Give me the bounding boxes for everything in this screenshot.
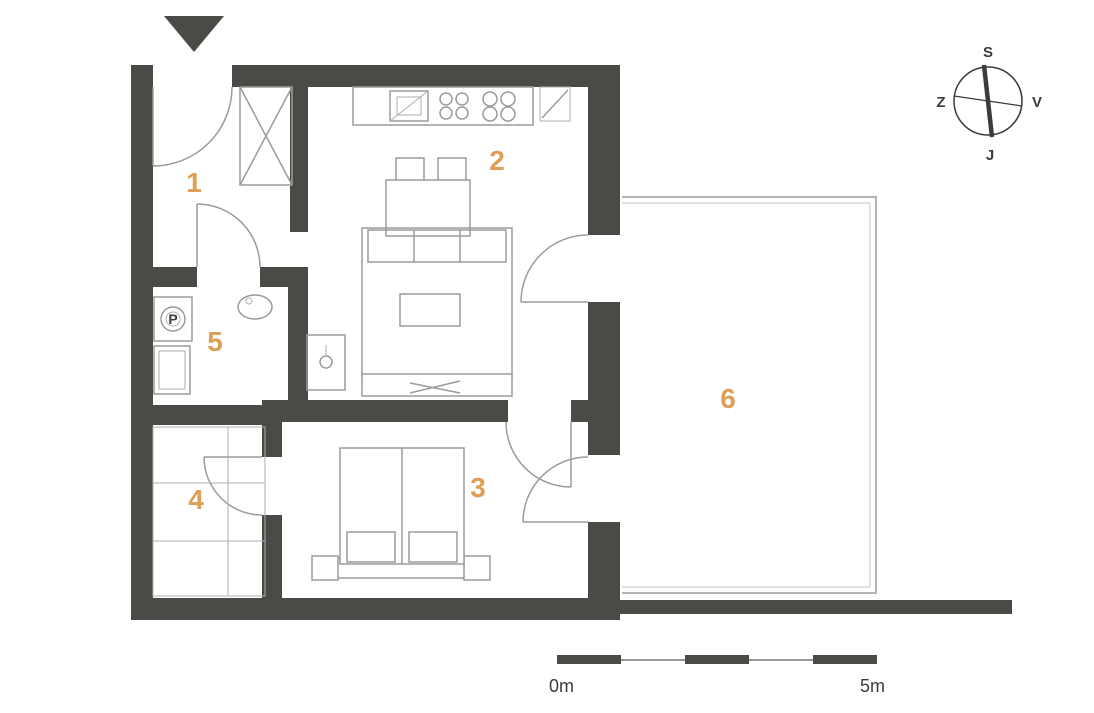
room-2-label: 2: [489, 145, 505, 176]
wall-left: [131, 65, 153, 620]
lounge: [361, 227, 513, 397]
bedroom-furniture: [311, 447, 491, 581]
utility-shaft: [306, 334, 346, 391]
bathroom-fixtures: P: [153, 294, 346, 395]
coffee-table: [399, 293, 461, 327]
sofa: [367, 229, 507, 263]
doors: [152, 86, 589, 523]
wall-room5-top-right: [260, 267, 308, 287]
compass-north-label: S: [983, 44, 993, 61]
room-6-label: 6: [720, 383, 736, 414]
compass-circle: [953, 66, 1023, 136]
nightstand: [463, 555, 491, 581]
bedroom-door: [505, 421, 572, 488]
rug: [361, 227, 513, 379]
washing-machine: P: [153, 296, 193, 342]
wall-room2-room3-left: [262, 400, 508, 422]
terrace-door-living: [520, 234, 589, 303]
compass: S V J Z: [936, 44, 1042, 164]
scale-bar: 0m 5m: [549, 655, 885, 696]
room-5-label: 5: [207, 326, 223, 357]
wall-top: [232, 65, 620, 87]
bathroom-sink-icon: [237, 294, 273, 320]
entrance-arrow-icon: [164, 16, 224, 52]
wall-right-lower: [588, 522, 620, 620]
compass-east-label: V: [1032, 94, 1042, 111]
scale-start-label: 0m: [549, 676, 574, 696]
wall-room5-top-left: [131, 267, 197, 287]
wall-right-middle: [588, 302, 620, 455]
wall-room4-room5: [131, 405, 282, 425]
stove-burners-icon: [439, 91, 516, 122]
closet-grid: [152, 426, 266, 597]
wall-exterior-extension: [620, 600, 1012, 614]
kitchen-sink-icon: [389, 90, 429, 122]
compass-west-label: Z: [936, 94, 945, 111]
wall-room1-room2: [290, 87, 308, 232]
compass-south-label: J: [986, 147, 994, 164]
pillow: [346, 531, 396, 563]
walls: [131, 65, 1012, 620]
pillow: [408, 531, 458, 563]
wall-room2-room3-right: [571, 400, 620, 422]
nightstand: [311, 555, 339, 581]
tv-bench: [361, 373, 513, 397]
fridge-icon: [539, 86, 571, 122]
wall-room3-room4-lower: [262, 515, 282, 598]
wall-room5-right: [288, 287, 308, 405]
bathroom-door: [196, 203, 261, 268]
wall-right-upper: [588, 65, 620, 235]
room-3-label: 3: [470, 472, 486, 503]
dining-set: [385, 157, 471, 237]
room4-door: [203, 456, 263, 516]
bathroom-cabinet: [153, 345, 191, 395]
dining-table: [385, 179, 471, 237]
hall-wardrobe: [239, 86, 293, 186]
room-4-label: 4: [188, 484, 204, 515]
terrace-outline: [622, 196, 877, 594]
kitchen-counter: [352, 86, 571, 126]
entrance-door: [152, 86, 233, 167]
room-1-label: 1: [186, 167, 202, 198]
scale-end-label: 5m: [860, 676, 885, 696]
washing-machine-label: P: [168, 311, 177, 327]
wall-bottom: [131, 598, 620, 620]
terrace-door-bedroom: [522, 456, 589, 523]
wall-room3-room4-upper: [262, 425, 282, 457]
compass-crossline: [953, 95, 1023, 107]
